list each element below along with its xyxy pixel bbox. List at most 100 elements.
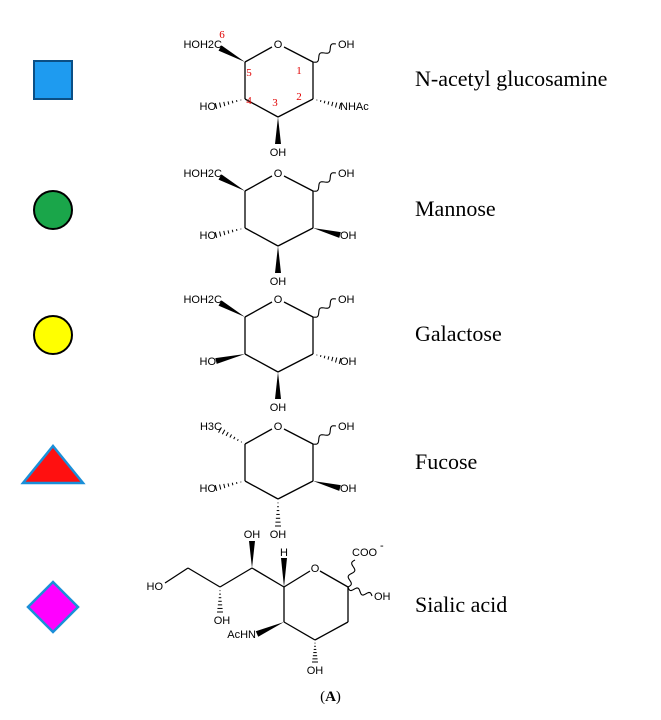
wavy-bond	[312, 43, 337, 63]
hash-bond	[219, 102, 222, 108]
anomeric-oh-label: OH	[338, 39, 355, 51]
ring-oxygen-label: O	[274, 39, 283, 51]
carboxylate-charge: -	[380, 540, 384, 552]
wedge-bond	[255, 622, 284, 637]
c4-substituent-label: HO	[200, 230, 217, 242]
hash-bond	[221, 429, 226, 435]
hash-bond	[323, 355, 326, 359]
c9-ho-label: HO	[147, 581, 164, 593]
wavy-bond	[347, 559, 356, 588]
bond-line	[187, 567, 221, 588]
wedge-bond	[281, 558, 287, 587]
c4-substituent-label: HO	[200, 101, 217, 113]
carbon-number-3: 3	[272, 97, 278, 109]
hash-bond	[223, 483, 226, 489]
bond-line	[244, 227, 279, 247]
caption-letter: A	[325, 689, 336, 705]
c3-substituent-label: OH	[270, 529, 287, 541]
hash-bond	[231, 229, 234, 233]
wedge-bond	[249, 541, 255, 568]
sugar-name-sialic: Sialic acid	[415, 592, 508, 617]
hash-bond	[219, 484, 222, 490]
ring-oxygen-label: O	[274, 421, 283, 433]
bond-line	[314, 621, 349, 641]
bond-line	[244, 480, 279, 500]
anomeric-oh-label: OH	[338, 421, 355, 433]
bond-line	[219, 567, 253, 588]
hash-bond	[331, 101, 334, 107]
wedge-bond	[218, 45, 245, 62]
wedge-bond	[313, 481, 341, 491]
c6-substituent-label: HOH2C	[183, 168, 222, 180]
caption-open: (	[320, 689, 326, 705]
c7-oh-label: OH	[244, 529, 261, 541]
hash-bond	[327, 101, 330, 105]
bond-line	[283, 175, 314, 192]
bond-line	[277, 227, 314, 247]
bond-line	[244, 428, 273, 445]
c3-substituent-label: OH	[270, 147, 287, 159]
bond-line	[277, 353, 314, 373]
hash-bond	[231, 482, 234, 486]
bond-line	[244, 353, 279, 373]
hash-bond	[227, 230, 230, 234]
c6-substituent-label: HOH2C	[183, 294, 222, 306]
anomeric-oh-label: OH	[338, 294, 355, 306]
c6-substituent-label: H3C	[200, 421, 222, 433]
hash-bond	[219, 231, 222, 237]
anomeric-oh-label: OH	[338, 168, 355, 180]
carbon-number-1: 1	[296, 65, 302, 77]
wedge-bond	[275, 372, 281, 399]
hash-bond	[223, 230, 226, 236]
c4-substituent-label: HO	[200, 356, 217, 368]
wedge-bond	[313, 228, 341, 238]
caption-close: )	[335, 689, 341, 705]
bond-line	[283, 46, 314, 63]
bond-line	[244, 98, 279, 118]
carbon-number-4: 4	[246, 95, 252, 107]
figure-caption: (A)	[0, 689, 661, 706]
ring-oxygen-label: O	[274, 168, 283, 180]
c4-oh-label: OH	[307, 665, 324, 677]
hash-bond	[335, 357, 338, 363]
ring-oxygen-label: O	[311, 563, 320, 575]
acetamido-label: AcHN	[227, 629, 256, 641]
hash-bond	[214, 231, 218, 239]
bond-line	[244, 301, 273, 318]
bond-line	[283, 621, 316, 641]
galactose-yellow-circle-symbol	[33, 315, 73, 355]
carboxylate-label: COO	[352, 547, 378, 559]
hash-bond	[231, 100, 234, 104]
c4-substituent-label: HO	[200, 483, 217, 495]
hash-bond	[229, 434, 232, 438]
wavy-bond	[312, 425, 337, 445]
bond-line	[244, 46, 273, 63]
hash-bond	[331, 356, 334, 362]
wavy-bond	[312, 172, 337, 192]
wedge-bond	[275, 117, 281, 144]
bond-line	[283, 301, 314, 318]
bond-line	[164, 567, 189, 584]
fucose-red-triangle-symbol	[20, 444, 86, 485]
hash-bond	[335, 102, 338, 108]
hash-bond	[327, 356, 330, 360]
bond-line	[283, 570, 311, 588]
wedge-bond	[218, 174, 245, 191]
hash-bond	[233, 436, 236, 440]
c6-substituent-label: HOH2C	[183, 39, 222, 51]
bond-line	[319, 570, 349, 588]
c2-oh-label: OH	[374, 591, 391, 603]
glcnac-blue-square-symbol	[33, 60, 73, 100]
c2-substituent-label: NHAc	[340, 101, 369, 113]
carbon-number-5: 5	[246, 67, 252, 79]
mannose-green-circle-symbol	[33, 190, 73, 230]
h-label: H	[280, 547, 288, 559]
c8-oh-label: OH	[214, 615, 231, 627]
bond-line	[251, 567, 285, 588]
hash-bond	[227, 101, 230, 105]
wedge-bond	[215, 354, 245, 364]
hash-bond	[323, 100, 326, 104]
bond-line	[277, 480, 314, 500]
sugar-name-mannose: Mannose	[415, 196, 496, 221]
